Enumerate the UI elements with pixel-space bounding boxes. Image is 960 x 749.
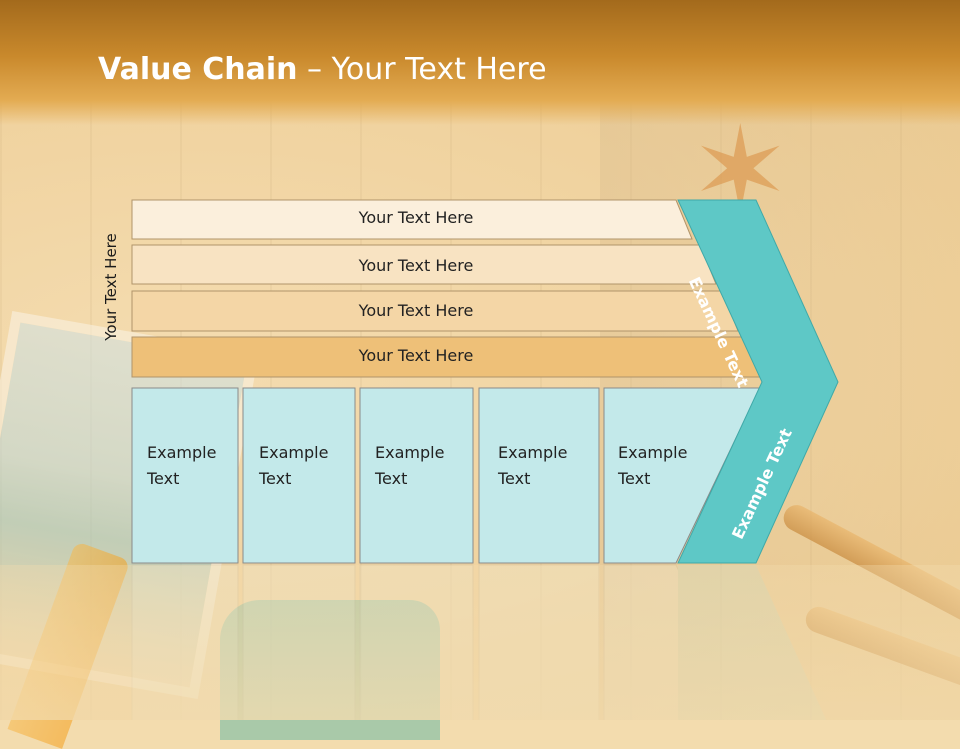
support-bar-label: Your Text Here [358,208,474,227]
chevron-arrow [677,199,839,564]
reflection-fade [0,565,960,720]
activity-cell-1 [131,387,239,564]
value-chain-diagram [131,199,839,564]
support-bar-2 [131,244,717,285]
title-bar [0,0,960,125]
support-bar-label: Your Text Here [358,301,474,320]
support-bar-label: Your Text Here [358,256,474,275]
support-bar-label: Your Text Here [358,346,474,365]
activity-cell-5 [603,387,761,564]
support-bar-1 [131,199,693,240]
slide-title: Value Chain – Your Text Here [98,52,547,87]
activity-cell-3 [359,387,474,564]
activity-cell-2 [242,387,356,564]
activity-cell-4 [478,387,600,564]
